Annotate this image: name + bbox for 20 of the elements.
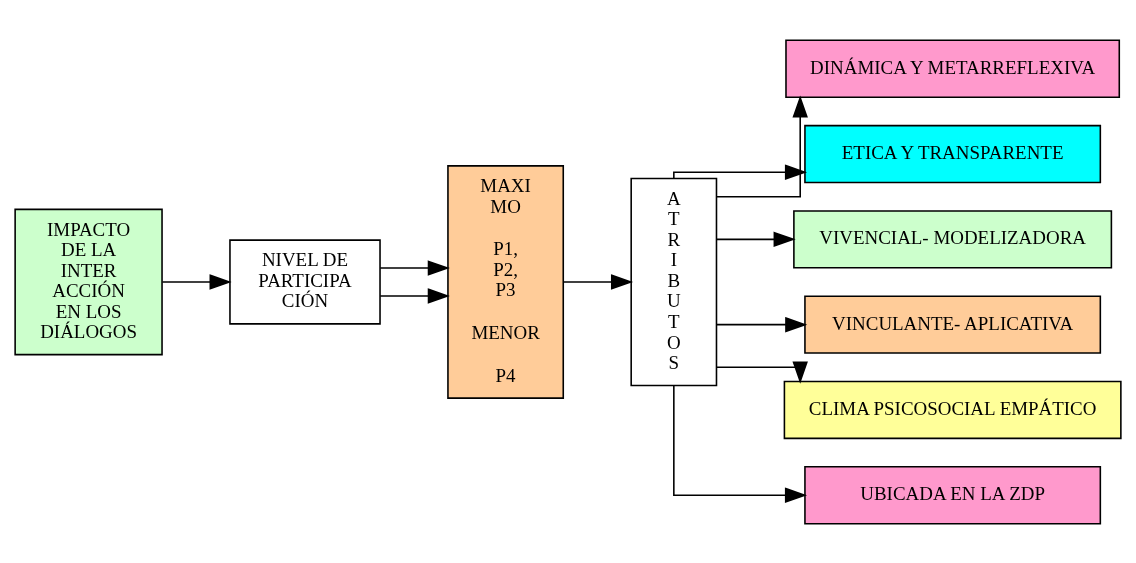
node-box: ETICA Y TRANSPARENTE [804, 124, 1102, 183]
arrow [379, 287, 450, 304]
node-box: VIVENCIAL- MODELIZADORA [793, 209, 1113, 269]
node-box: DINÁMICA Y METARREFLEXIVA [785, 39, 1121, 98]
node-box: VINCULANTE- APLICATIVA [804, 294, 1102, 354]
arrow [161, 273, 232, 290]
node-box: IMPACTO DE LA INTER ACCIÓN EN LOS DIÁLOGOS [14, 208, 163, 355]
arrow [716, 231, 796, 247]
node-box: MAXI MO P1, P2, P3 MENOR P4 [447, 164, 565, 399]
arrow [715, 94, 808, 197]
arrow [715, 361, 808, 384]
arrow [673, 163, 808, 180]
arrow [562, 273, 634, 290]
node-box: A T R I B U T O S [630, 177, 718, 386]
arrow [673, 384, 808, 503]
node-box: NIVEL DE PARTICIPA CIÓN [229, 238, 381, 325]
node-box: CLIMA PSICOSOCIAL EMPÁTICO [783, 380, 1122, 439]
arrow [379, 259, 450, 276]
arrow [716, 316, 808, 332]
node-box: UBICADA EN LA ZDP [804, 465, 1102, 524]
